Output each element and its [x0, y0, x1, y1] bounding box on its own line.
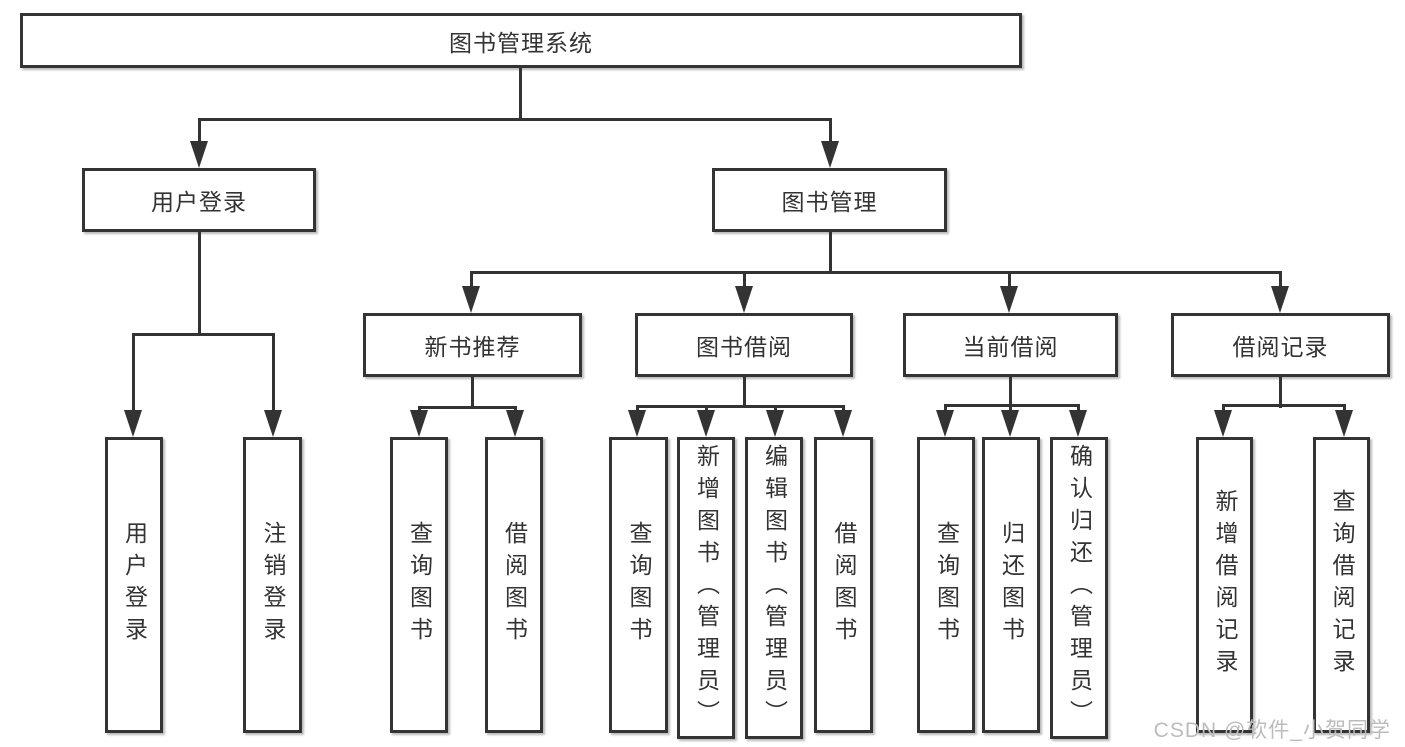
leaf-query-book-current-label: 查询图书 [933, 521, 960, 649]
connector-drop-leaf-user-login [132, 333, 135, 413]
leaf-query-book-recommend: 查询图书 [390, 437, 448, 733]
leaf-confirm-return-admin: 确认归还（管理员） [1050, 437, 1108, 739]
node-current-borrow-label: 当前借阅 [962, 334, 1059, 360]
arrow-down-icon [1069, 410, 1087, 437]
leaf-borrow-book-label: 借阅图书 [831, 521, 857, 649]
node-current-borrow: 当前借阅 [903, 313, 1118, 377]
connector-new-book-crossbar [418, 406, 517, 409]
arrow-down-icon [124, 410, 142, 437]
arrow-down-icon [506, 410, 524, 437]
connector-root-stem [519, 68, 522, 118]
arrow-down-icon [821, 141, 839, 168]
connector-book-management-crossbar [470, 271, 1282, 274]
node-new-book-recommend-label: 新书推荐 [424, 334, 521, 360]
leaf-add-borrow-record-label: 新增借阅记录 [1212, 489, 1238, 681]
connector-root-crossbar [198, 118, 832, 121]
node-book-management: 图书管理 [712, 168, 947, 232]
leaf-query-book-recommend-label: 查询图书 [406, 521, 433, 649]
leaf-user-login-label: 用户登录 [121, 521, 148, 649]
node-book-borrow: 图书借阅 [635, 313, 853, 377]
csdn-watermark: CSDN @软件_小贺同学 [1153, 719, 1391, 742]
connector-drop [944, 404, 947, 414]
connector-drop-book-management [829, 118, 832, 144]
leaf-add-book-admin: 新增图书（管理员） [677, 437, 735, 739]
arrow-down-icon [1001, 410, 1019, 437]
leaf-query-borrow-record: 查询借阅记录 [1313, 437, 1370, 733]
arrow-down-icon [735, 286, 753, 313]
arrow-down-icon [1271, 286, 1289, 313]
arrow-down-icon [697, 410, 715, 437]
connector-drop-new-book [470, 271, 473, 289]
node-book-borrow-label: 图书借阅 [696, 334, 792, 360]
connector-drop-leaf-logout [272, 333, 275, 413]
connector-new-book-stem [471, 377, 474, 409]
arrow-down-icon [264, 410, 282, 437]
leaf-borrow-book: 借阅图书 [814, 437, 873, 733]
leaf-edit-book-admin-label: 编辑图书（管理员） [761, 444, 788, 732]
arrow-down-icon [1214, 410, 1232, 437]
arrow-down-icon [834, 410, 852, 437]
node-new-book-recommend: 新书推荐 [363, 313, 582, 377]
connector-drop-current-borrow [1008, 271, 1011, 289]
leaf-add-borrow-record: 新增借阅记录 [1196, 437, 1253, 733]
node-user-login-label: 用户登录 [151, 189, 247, 215]
connector-drop [1343, 404, 1346, 414]
connector-drop [1009, 404, 1012, 414]
connector-user-login-stem [198, 232, 201, 335]
leaf-logout-label: 注销登录 [260, 521, 286, 649]
leaf-return-book: 归还图书 [982, 437, 1040, 733]
leaf-logout: 注销登录 [243, 437, 302, 733]
arrow-down-icon [936, 410, 954, 437]
connector-drop [1077, 404, 1080, 414]
connector-current-borrow-stem [1009, 377, 1012, 408]
leaf-query-book-borrow-label: 查询图书 [626, 521, 652, 649]
arrow-down-icon [1000, 286, 1018, 313]
node-user-login: 用户登录 [82, 168, 316, 232]
connector-book-management-stem [829, 232, 832, 274]
arrow-down-icon [628, 410, 646, 437]
node-root-library-system: 图书管理系统 [20, 13, 1022, 68]
leaf-query-book-current: 查询图书 [917, 437, 975, 733]
arrow-down-icon [766, 410, 784, 437]
leaf-edit-book-admin: 编辑图书（管理员） [745, 437, 803, 739]
connector-book-borrow-crossbar [636, 405, 845, 408]
connector-drop [1222, 404, 1225, 414]
leaf-add-book-admin-label: 新增图书（管理员） [693, 444, 720, 732]
connector-borrow-records-crossbar [1222, 404, 1345, 407]
connector-borrow-records-stem [1279, 377, 1282, 408]
connector-current-borrow-crossbar [944, 404, 1080, 407]
connector-drop-borrow-records [1279, 271, 1282, 289]
arrow-down-icon [1335, 410, 1353, 437]
leaf-borrow-book-recommend-label: 借阅图书 [501, 521, 528, 649]
arrow-down-icon [410, 410, 428, 437]
leaf-query-book-borrow: 查询图书 [609, 437, 668, 733]
arrow-down-icon [462, 286, 480, 313]
leaf-borrow-book-recommend: 借阅图书 [485, 437, 543, 733]
node-book-management-label: 图书管理 [781, 189, 878, 215]
node-borrow-records-label: 借阅记录 [1232, 334, 1329, 360]
connector-user-login-crossbar [132, 333, 275, 336]
connector-book-borrow-stem [743, 377, 746, 408]
leaf-user-login: 用户登录 [105, 437, 163, 733]
leaf-return-book-label: 归还图书 [998, 521, 1025, 649]
node-borrow-records: 借阅记录 [1171, 313, 1390, 377]
leaf-query-borrow-record-label: 查询借阅记录 [1329, 489, 1355, 681]
node-root-label: 图书管理系统 [449, 29, 593, 56]
leaf-confirm-return-admin-label: 确认归还（管理员） [1066, 444, 1093, 732]
arrow-down-icon [190, 141, 208, 168]
connector-drop-user-login [198, 118, 201, 144]
connector-drop-book-borrow [743, 271, 746, 289]
